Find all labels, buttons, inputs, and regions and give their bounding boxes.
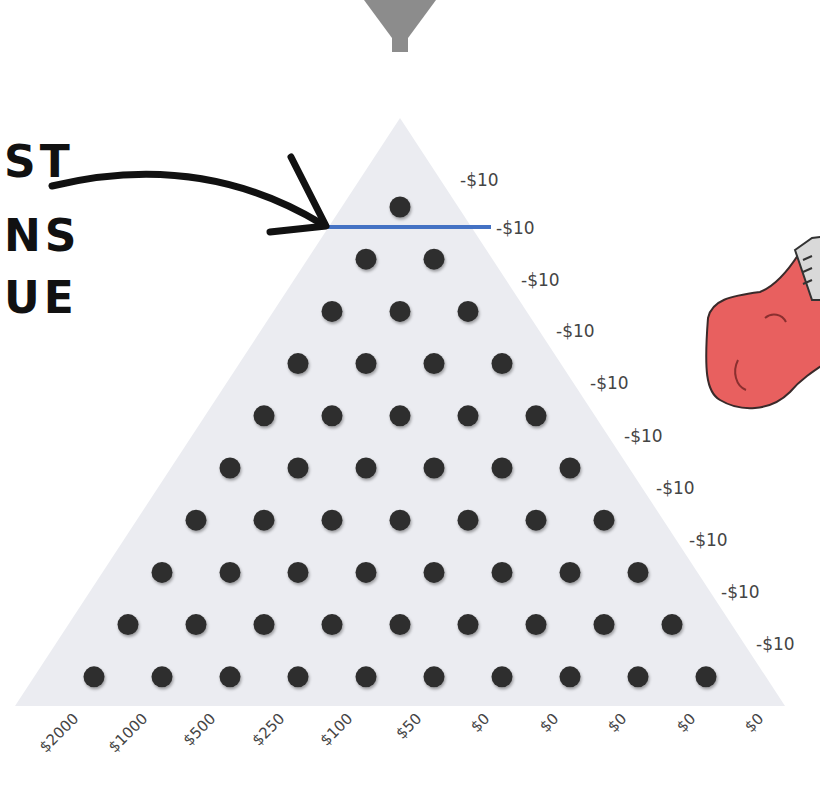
prize-value: $500 xyxy=(180,710,220,750)
peg xyxy=(424,666,445,687)
prize-value: $2000 xyxy=(36,710,82,756)
peg xyxy=(492,353,513,374)
glove-crease xyxy=(765,315,786,322)
peg xyxy=(220,458,241,479)
peg xyxy=(186,510,207,531)
peg xyxy=(390,614,411,635)
peg xyxy=(288,666,309,687)
prize-value: $1000 xyxy=(104,710,150,756)
peg xyxy=(492,562,513,583)
peg xyxy=(118,614,139,635)
row-cost: -$10 xyxy=(521,272,560,289)
peg xyxy=(560,666,581,687)
peg xyxy=(492,458,513,479)
peg xyxy=(424,353,445,374)
peg xyxy=(84,666,105,687)
peg xyxy=(560,458,581,479)
peg-grid xyxy=(84,197,717,688)
peg xyxy=(390,301,411,322)
peg xyxy=(288,458,309,479)
peg xyxy=(594,510,615,531)
peg xyxy=(594,614,615,635)
handwritten-note: UE xyxy=(4,276,78,320)
peg xyxy=(628,666,649,687)
prize-value: $0 xyxy=(467,710,493,736)
row-cost: -$10 xyxy=(656,480,695,497)
peg xyxy=(390,510,411,531)
peg xyxy=(526,614,547,635)
row-cost: -$10 xyxy=(556,323,595,340)
peg xyxy=(356,666,377,687)
glove-crease xyxy=(735,360,746,390)
peg xyxy=(526,510,547,531)
peg xyxy=(424,562,445,583)
row-cost: -$10 xyxy=(756,636,795,653)
peg xyxy=(390,405,411,426)
peg xyxy=(220,666,241,687)
peg xyxy=(526,405,547,426)
peg xyxy=(288,353,309,374)
prize-value: $0 xyxy=(536,710,562,736)
row-cost: -$10 xyxy=(496,220,535,237)
row-cost: -$10 xyxy=(590,375,629,392)
peg xyxy=(458,614,479,635)
arrow-shaft xyxy=(52,174,322,224)
peg xyxy=(254,614,275,635)
prize-value: $250 xyxy=(248,710,288,750)
row-cost: -$10 xyxy=(689,532,728,549)
highlight-line xyxy=(328,225,491,229)
peg xyxy=(458,405,479,426)
row-cost: -$10 xyxy=(624,428,663,445)
red-hand xyxy=(706,236,820,408)
peg xyxy=(220,562,241,583)
peg xyxy=(356,562,377,583)
funnel-top xyxy=(364,0,436,38)
peg xyxy=(152,562,173,583)
prize-value: $0 xyxy=(673,710,699,736)
peg xyxy=(288,562,309,583)
handwritten-note: ST xyxy=(4,140,74,184)
prize-value: $0 xyxy=(741,710,767,736)
peg xyxy=(390,197,411,218)
row-cost: -$10 xyxy=(460,172,499,189)
peg xyxy=(322,614,343,635)
peg xyxy=(628,562,649,583)
peg xyxy=(356,249,377,270)
peg xyxy=(696,666,717,687)
prize-value: $0 xyxy=(604,710,630,736)
handwritten-note: NS xyxy=(4,214,81,258)
peg xyxy=(560,562,581,583)
prize-value: $50 xyxy=(392,710,425,743)
peg xyxy=(424,458,445,479)
peg xyxy=(662,614,683,635)
peg xyxy=(458,301,479,322)
funnel-stem xyxy=(392,36,408,52)
peg xyxy=(322,405,343,426)
peg xyxy=(322,510,343,531)
device xyxy=(795,236,820,300)
peg xyxy=(152,666,173,687)
peg xyxy=(254,510,275,531)
arrow-head xyxy=(270,157,326,232)
peg xyxy=(492,666,513,687)
peg xyxy=(186,614,207,635)
peg xyxy=(356,458,377,479)
board-triangle xyxy=(15,118,785,706)
row-cost: -$10 xyxy=(721,584,760,601)
peg xyxy=(424,249,445,270)
device-detail xyxy=(803,256,812,284)
prize-value: $100 xyxy=(317,710,357,750)
peg xyxy=(254,405,275,426)
peg xyxy=(322,301,343,322)
peg xyxy=(458,510,479,531)
peg xyxy=(356,353,377,374)
